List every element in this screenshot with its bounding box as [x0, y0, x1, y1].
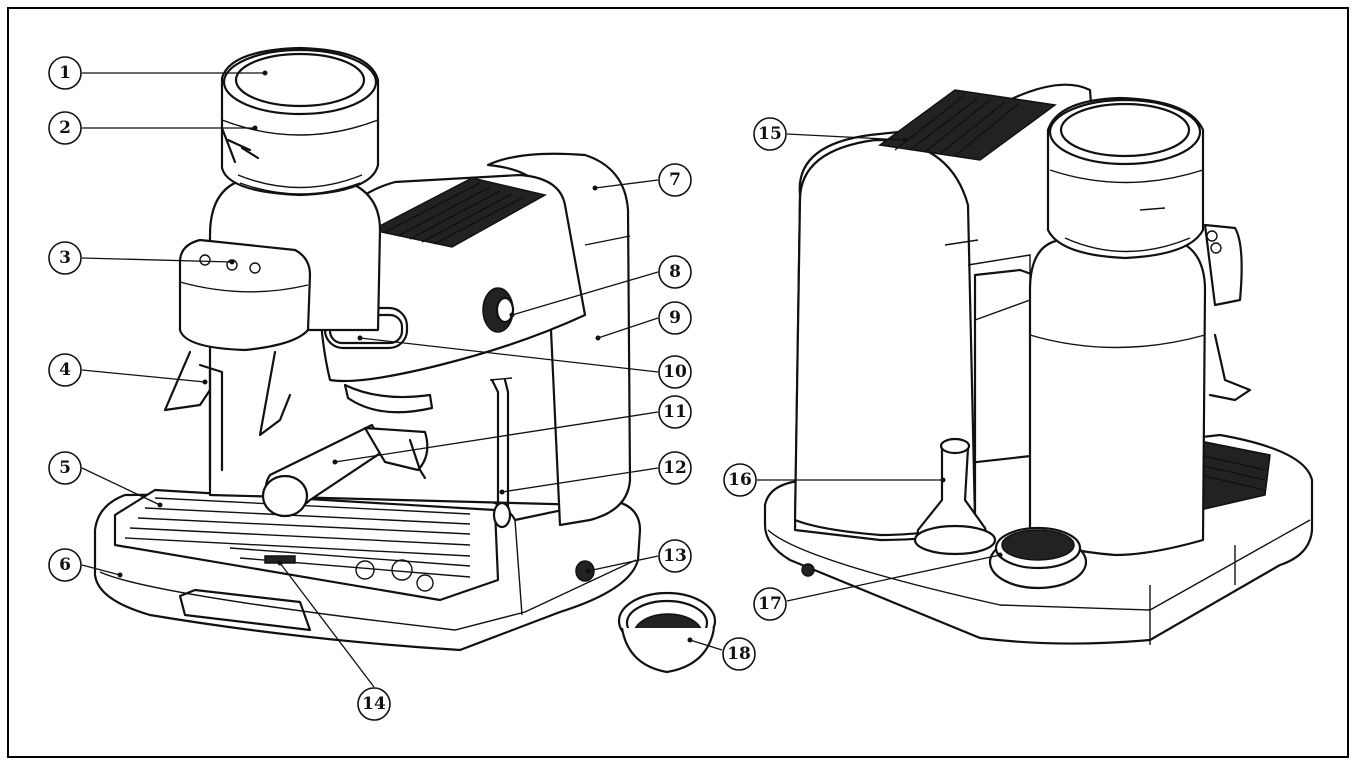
callout-label: 11	[663, 402, 687, 422]
portafilter	[261, 423, 429, 518]
back-view-machine	[763, 83, 1314, 645]
callout-label: 1	[59, 63, 71, 83]
callout-15: 15	[753, 117, 787, 151]
callout-13: 13	[658, 539, 692, 573]
callout-8: 8	[658, 255, 692, 289]
callout-6: 6	[48, 548, 82, 582]
callout-16: 16	[723, 463, 757, 497]
callout-14: 14	[357, 687, 391, 721]
callout-10: 10	[658, 355, 692, 389]
callout-label: 18	[727, 644, 751, 664]
callout-1: 1	[48, 56, 82, 90]
callout-2: 2	[48, 111, 82, 145]
callout-18: 18	[722, 637, 756, 671]
callout-label: 2	[59, 118, 71, 138]
callout-label: 3	[59, 248, 71, 268]
leader-lines	[81, 70, 1003, 688]
callout-label: 17	[758, 594, 782, 614]
callout-11: 11	[658, 395, 692, 429]
basket-holder	[988, 526, 1088, 590]
filter-basket	[617, 591, 717, 674]
callout-9: 9	[658, 301, 692, 335]
callout-label: 13	[663, 546, 687, 566]
front-grinder	[163, 46, 382, 482]
callout-label: 15	[758, 124, 782, 144]
tamper	[913, 437, 997, 556]
callout-17: 17	[753, 587, 787, 621]
callout-label: 14	[362, 694, 386, 714]
callout-label: 9	[669, 308, 681, 328]
callout-label: 12	[663, 458, 687, 478]
callout-7: 7	[658, 163, 692, 197]
callout-label: 10	[663, 362, 687, 382]
drip-tray-grate	[113, 488, 500, 602]
steam-knob	[482, 287, 515, 333]
callout-5: 5	[48, 451, 82, 485]
callout-label: 6	[59, 555, 71, 575]
callout-12: 12	[658, 451, 692, 485]
callout-label: 7	[669, 170, 681, 190]
callout-label: 4	[59, 360, 71, 380]
callout-label: 5	[59, 458, 71, 478]
front-view-machine	[93, 46, 642, 652]
callout-label: 8	[669, 262, 681, 282]
callout-4: 4	[48, 353, 82, 387]
diagram-frame	[7, 7, 1349, 758]
callout-label: 16	[728, 470, 752, 490]
callout-3: 3	[48, 241, 82, 275]
